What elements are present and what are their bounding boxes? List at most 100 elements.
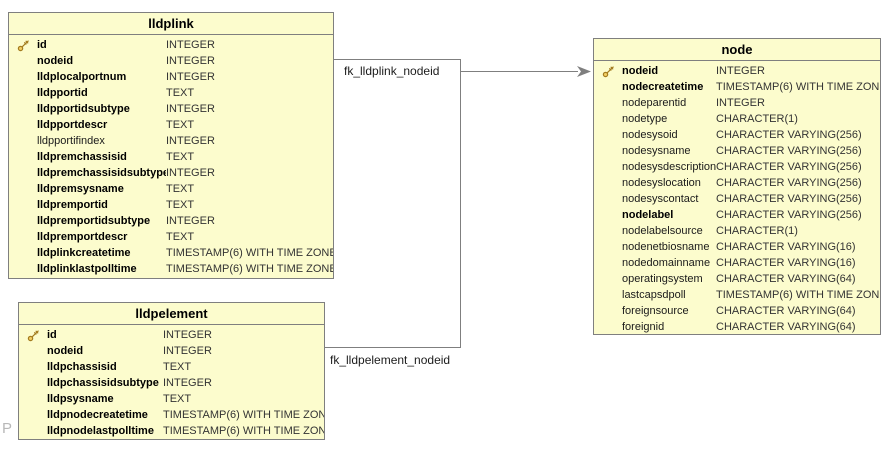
column-name: lldpnodecreatetime xyxy=(47,409,148,421)
row-gutter xyxy=(9,117,37,133)
column-name: nodetype xyxy=(622,113,668,125)
row-gutter xyxy=(594,287,622,303)
row-gutter xyxy=(9,69,37,85)
row-gutter xyxy=(9,181,37,197)
row-gutter xyxy=(19,359,47,375)
row-gutter xyxy=(9,85,37,101)
row-gutter xyxy=(594,223,622,239)
table-row: lldpportid TEXT xyxy=(9,85,333,101)
column-type: INTEGER xyxy=(166,135,215,147)
column-name: nodelabelsource xyxy=(622,225,703,237)
row-gutter xyxy=(594,255,622,271)
row-gutter xyxy=(9,53,37,69)
relation-label-fk-lldpelement-nodeid: fk_lldpelement_nodeid xyxy=(330,353,451,367)
column-type: INTEGER xyxy=(166,103,215,115)
column-name: lldplinkcreatetime xyxy=(37,247,131,259)
table-title[interactable]: lldplink xyxy=(9,13,333,35)
column-name: lldpportdescr xyxy=(37,119,108,131)
row-gutter xyxy=(19,407,47,423)
column-type: CHARACTER VARYING(256) xyxy=(716,193,862,205)
column-name: nodedomainname xyxy=(622,257,711,269)
column-type: INTEGER xyxy=(163,345,212,357)
column-type: CHARACTER VARYING(256) xyxy=(716,177,862,189)
watermark: P xyxy=(2,420,13,437)
column-name: nodesysname xyxy=(622,145,691,157)
row-gutter xyxy=(9,261,37,277)
column-type: INTEGER xyxy=(716,97,765,109)
column-type: CHARACTER VARYING(64) xyxy=(716,305,856,317)
column-type: TIMESTAMP(6) WITH TIME ZONE xyxy=(716,81,881,93)
column-type: INTEGER xyxy=(166,215,215,227)
row-gutter xyxy=(19,391,47,407)
column-type: CHARACTER VARYING(16) xyxy=(716,241,856,253)
column-type: CHARACTER VARYING(64) xyxy=(716,273,856,285)
row-gutter xyxy=(9,149,37,165)
column-type: INTEGER xyxy=(166,55,215,67)
column-name: lldpportid xyxy=(37,87,88,99)
relation-line-lldpelement xyxy=(325,347,460,348)
column-type: TEXT xyxy=(166,87,195,99)
primary-key-icon xyxy=(594,63,622,79)
column-name: lldpremportidsubtype xyxy=(37,215,151,227)
table-title[interactable]: node xyxy=(594,39,880,61)
column-name: nodeid xyxy=(47,345,84,357)
column-name: lldplinklastpolltime xyxy=(37,263,137,275)
row-gutter xyxy=(594,95,622,111)
column-type: TIMESTAMP(6) WITH TIME ZONE xyxy=(163,409,325,421)
relation-label-fk-lldplink-nodeid: fk_lldplink_nodeid xyxy=(344,64,440,78)
column-name: nodeparentid xyxy=(622,97,687,109)
row-gutter xyxy=(594,159,622,175)
relation-line-vertical xyxy=(460,59,461,348)
column-name: lldpremportid xyxy=(37,199,108,211)
primary-key-icon xyxy=(19,327,47,343)
column-type: TEXT xyxy=(163,361,192,373)
column-type: INTEGER xyxy=(166,39,215,51)
row-gutter xyxy=(594,175,622,191)
column-name: lldpremsysname xyxy=(37,183,124,195)
column-type: CHARACTER VARYING(256) xyxy=(716,145,862,157)
table-row: nodesyslocation CHARACTER VARYING(256) xyxy=(594,175,880,191)
column-name: lldpremchassisid xyxy=(37,151,127,163)
column-type: INTEGER xyxy=(163,329,212,341)
column-type: TEXT xyxy=(166,183,195,195)
table-title[interactable]: lldpelement xyxy=(19,303,324,325)
column-name: lldplocalportnum xyxy=(37,71,127,83)
relation-line-to-node xyxy=(460,71,578,72)
column-name: nodesyslocation xyxy=(622,177,701,189)
row-gutter xyxy=(594,79,622,95)
column-type: TIMESTAMP(6) WITH TIME ZONE xyxy=(163,425,325,437)
row-gutter xyxy=(594,191,622,207)
column-type: TIMESTAMP(6) WITH TIME ZONE xyxy=(716,289,881,301)
row-gutter xyxy=(9,197,37,213)
row-gutter xyxy=(19,343,47,359)
row-gutter xyxy=(9,213,37,229)
column-name: nodeid xyxy=(622,65,659,77)
row-gutter xyxy=(594,143,622,159)
column-name: nodenetbiosname xyxy=(622,241,710,253)
column-name: lldpremportdescr xyxy=(37,231,128,243)
row-gutter xyxy=(9,101,37,117)
